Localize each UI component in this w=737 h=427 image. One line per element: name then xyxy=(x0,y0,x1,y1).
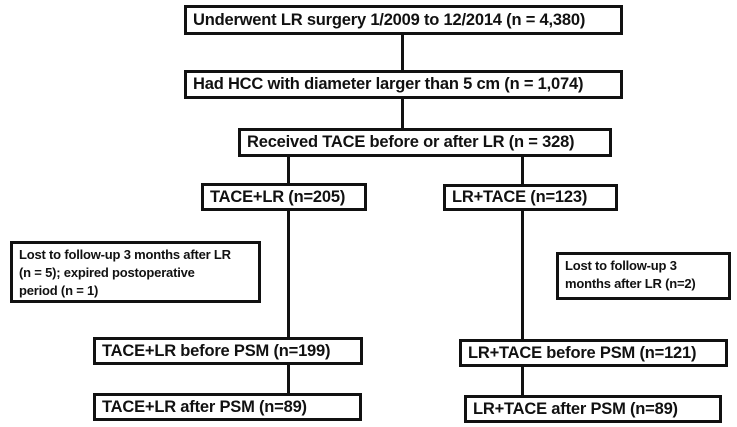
node-tace-lr-before-psm-label: TACE+LR before PSM (n=199) xyxy=(102,341,331,360)
connector-before-to-after-psm-right xyxy=(521,360,524,402)
node-underwent-lr-surgery: Underwent LR surgery 1/2009 to 12/2014 (… xyxy=(184,5,623,35)
connector-lr-tace-to-before-psm xyxy=(521,205,524,347)
node-tace-lr-after-psm: TACE+LR after PSM (n=89) xyxy=(93,393,362,421)
node-lr-tace-after-psm: LR+TACE after PSM (n=89) xyxy=(464,395,722,423)
note-right-line-2: months after LR (n=2) xyxy=(565,276,696,291)
note-lost-followup-left: Lost to follow-up 3 months after LR (n =… xyxy=(10,241,261,303)
node-lr-tace-label: LR+TACE (n=123) xyxy=(452,188,588,206)
note-left-line-1: Lost to follow-up 3 months after LR xyxy=(19,247,231,262)
node-hcc-label: Had HCC with diameter larger than 5 cm (… xyxy=(193,75,584,93)
connector-tace-lr-to-before-psm xyxy=(287,205,290,345)
node-had-hcc: Had HCC with diameter larger than 5 cm (… xyxy=(184,70,623,99)
note-lost-followup-right: Lost to follow-up 3 months after LR (n=2… xyxy=(556,252,731,300)
node-lr-tace-before-psm-label: LR+TACE before PSM (n=121) xyxy=(468,343,697,362)
node-received-tace: Received TACE before or after LR (n = 32… xyxy=(238,128,612,157)
node-tace-lr-label: TACE+LR (n=205) xyxy=(210,187,346,206)
node-received-tace-label: Received TACE before or after LR (n = 32… xyxy=(247,133,575,151)
connector-underwent-to-hcc xyxy=(401,20,404,80)
note-right-line-1: Lost to follow-up 3 xyxy=(565,258,677,273)
node-lr-tace-after-psm-label: LR+TACE after PSM (n=89) xyxy=(473,399,678,418)
node-underwent-label: Underwent LR surgery 1/2009 to 12/2014 (… xyxy=(193,10,586,29)
node-lr-tace-before-psm: LR+TACE before PSM (n=121) xyxy=(459,339,728,367)
connector-before-to-after-psm-left xyxy=(287,358,290,400)
node-tace-lr-group: TACE+LR (n=205) xyxy=(201,183,367,211)
connector-received-to-lr-tace xyxy=(521,150,524,192)
note-left-line-2: (n = 5); expired postoperative xyxy=(19,265,195,280)
note-left-line-3: period (n = 1) xyxy=(19,283,99,298)
node-lr-tace-group: LR+TACE (n=123) xyxy=(443,184,618,211)
node-tace-lr-before-psm: TACE+LR before PSM (n=199) xyxy=(93,337,363,365)
connector-received-to-tace-lr xyxy=(287,150,290,190)
connector-hcc-to-received-tace xyxy=(401,90,404,135)
node-tace-lr-after-psm-label: TACE+LR after PSM (n=89) xyxy=(102,397,307,416)
